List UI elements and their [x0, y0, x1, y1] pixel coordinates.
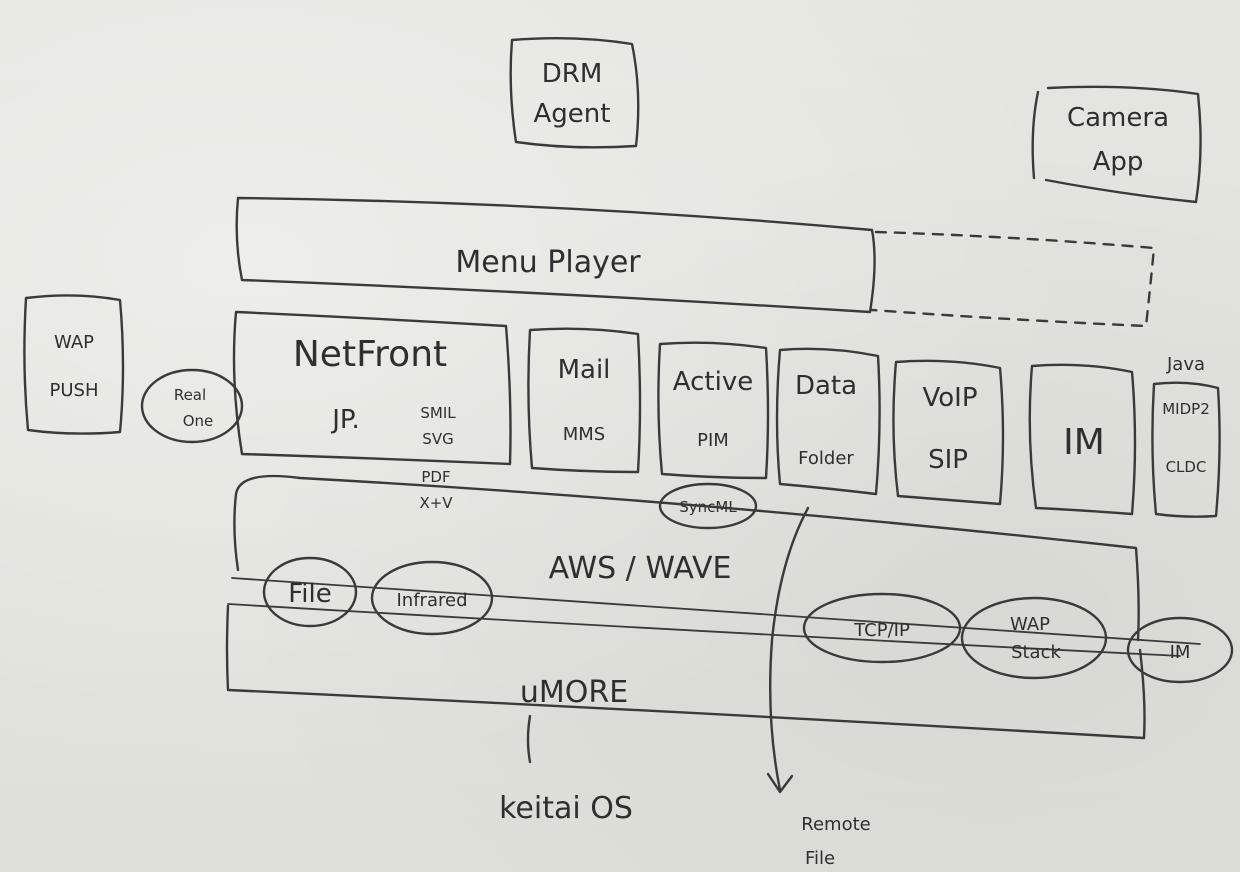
mail-mms-label-2: MMS — [563, 424, 606, 445]
active-pim-label-1: Active — [673, 367, 753, 397]
im-stack-label: IM — [1170, 642, 1191, 663]
aws-wave-label: AWS / WAVE — [549, 551, 732, 586]
infrared-oval: Infrared — [370, 560, 494, 636]
drm-agent-label-2: Agent — [534, 99, 611, 129]
im-stack-oval: IM — [1126, 616, 1234, 684]
remote-file-arrow: Remote File — [766, 506, 871, 869]
wap-stack-label-2: Stack — [1011, 642, 1061, 663]
wap-stack-label-1: WAP — [1010, 614, 1050, 635]
drm-agent-box: DRM Agent — [509, 37, 640, 149]
umore-label: uMORE — [520, 675, 628, 710]
remote-file-label-2: File — [805, 848, 835, 869]
active-pim-box: Active PIM — [657, 341, 770, 480]
file-label: File — [288, 579, 332, 609]
drm-agent-label-1: DRM — [542, 59, 603, 89]
netfront-format-pdf: PDF — [421, 468, 450, 486]
im-app-label: IM — [1063, 422, 1105, 463]
tcp-ip-oval: TCP/IP — [802, 592, 962, 664]
data-folder-label-1: Data — [795, 371, 857, 401]
java-cldc-label: CLDC — [1166, 458, 1207, 476]
im-app-box: IM — [1028, 363, 1137, 516]
netfront-title: NetFront — [293, 334, 447, 375]
menu-player-box: Menu Player — [235, 196, 1156, 328]
java-midp-label: MIDP2 — [1162, 400, 1210, 418]
netfront-format-svg: SVG — [422, 430, 453, 448]
menu-player-label: Menu Player — [455, 245, 641, 280]
keitai-os-pointer: keitai OS — [499, 714, 633, 826]
data-folder-box: Data Folder — [775, 347, 881, 496]
wap-stack-oval: WAP Stack — [960, 596, 1108, 680]
camera-app-box: Camera App — [1031, 85, 1202, 204]
netfront-jp-label: JP. — [330, 405, 360, 435]
real-one-label-2: One — [183, 412, 214, 430]
wap-push-box: WAP PUSH — [23, 294, 125, 435]
stack-line-middle — [227, 603, 1181, 657]
data-folder-label-2: Folder — [798, 448, 854, 469]
aws-wave-box: AWS / WAVE — [233, 474, 1140, 642]
keitai-os-label: keitai OS — [499, 791, 633, 826]
netfront-format-smil: SMIL — [420, 404, 456, 422]
voip-sip-box: VoIP SIP — [892, 359, 1005, 506]
mail-mms-box: Mail MMS — [527, 327, 642, 474]
real-one-label-1: Real — [174, 386, 206, 404]
mail-mms-label-1: Mail — [558, 355, 611, 385]
active-pim-label-2: PIM — [697, 430, 729, 451]
voip-sip-label-2: SIP — [928, 445, 968, 475]
remote-file-label-1: Remote — [801, 814, 870, 835]
java-box: Java MIDP2 CLDC — [1151, 354, 1221, 518]
umore-box: uMORE — [225, 604, 1146, 740]
camera-app-label-1: Camera — [1067, 103, 1169, 133]
voip-sip-label-1: VoIP — [922, 383, 977, 413]
netfront-box: NetFront JP. SMIL SVG PDF X+V — [232, 310, 512, 512]
wap-push-label-2: PUSH — [50, 380, 99, 401]
real-one-oval: Real One — [140, 368, 244, 444]
camera-app-label-2: App — [1093, 147, 1144, 177]
file-oval: File — [262, 556, 358, 628]
tcp-ip-label: TCP/IP — [853, 620, 910, 641]
wap-push-label-1: WAP — [54, 332, 94, 353]
java-title: Java — [1166, 354, 1205, 375]
infrared-label: Infrared — [397, 590, 468, 611]
netfront-format-xv: X+V — [419, 494, 453, 512]
